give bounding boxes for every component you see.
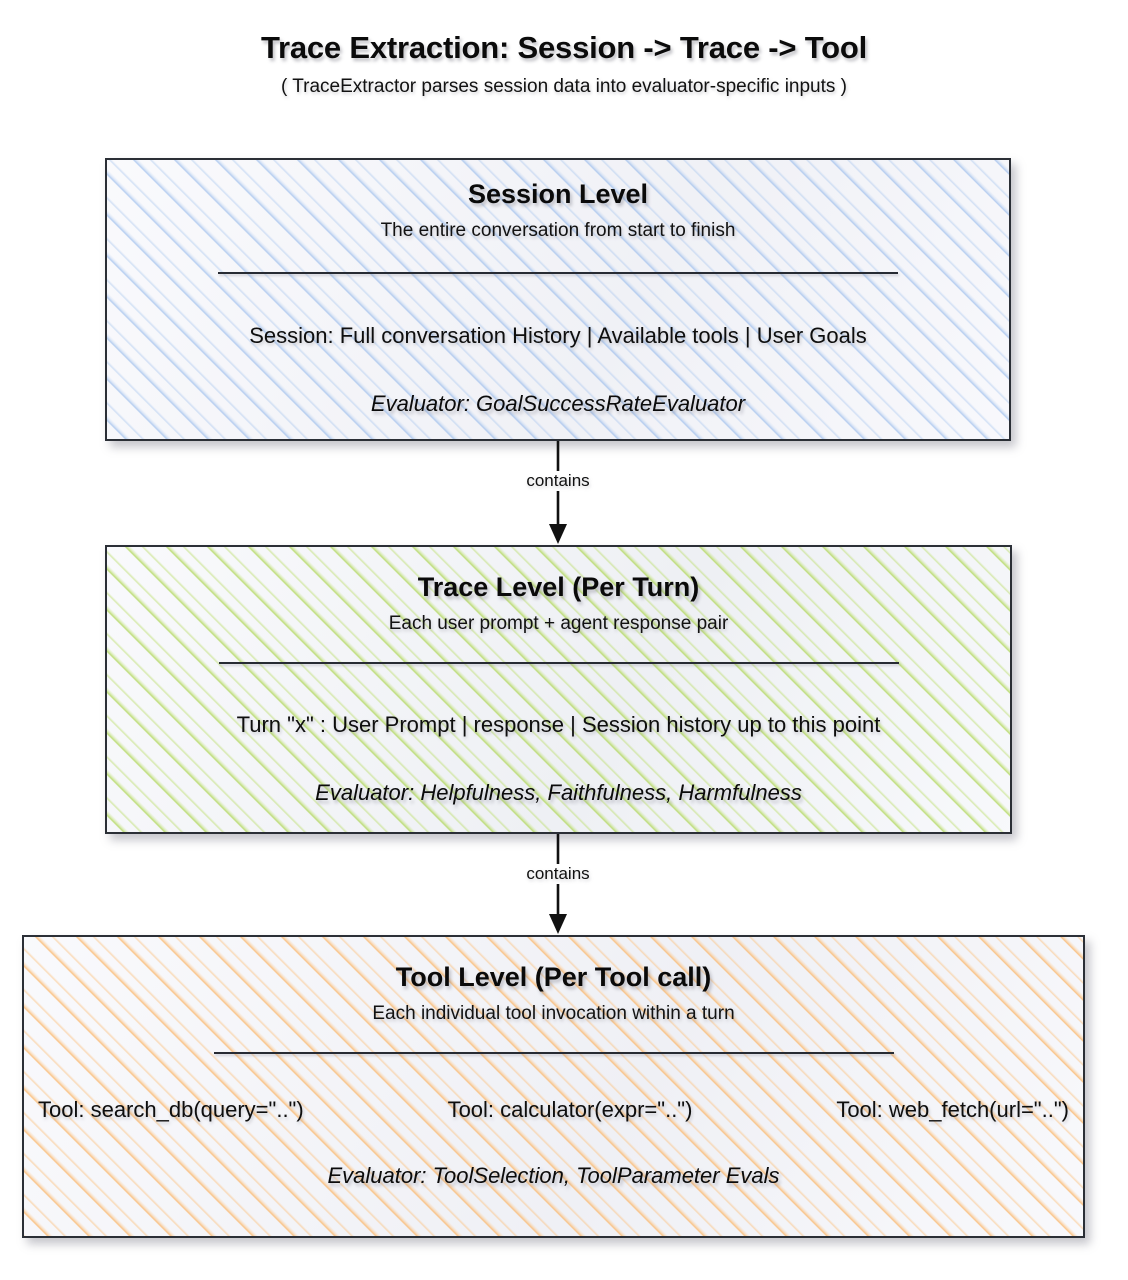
session-level-detail: Session: Full conversation History | Ava… bbox=[249, 322, 867, 348]
tool-call-item: Tool: web_fetch(url="..") bbox=[836, 1096, 1069, 1122]
tool-call-list: Tool: search_db(query="..") Tool: calcul… bbox=[24, 1097, 1083, 1123]
session-level-subtitle: The entire conversation from start to fi… bbox=[380, 219, 736, 241]
page-title: Trace Extraction: Session -> Trace -> To… bbox=[260, 30, 868, 65]
connector-label-contains-1: contains bbox=[498, 471, 618, 492]
session-divider bbox=[218, 271, 898, 274]
trace-level-evaluator: Evaluator: Helpfulness, Faithfulness, Ha… bbox=[315, 779, 802, 805]
connector-session-to-trace: contains bbox=[498, 441, 618, 545]
trace-level-box[interactable]: Trace Level (Per Turn) Each user prompt … bbox=[105, 545, 1012, 834]
trace-divider bbox=[218, 661, 899, 664]
tool-call-item: Tool: search_db(query="..") bbox=[38, 1096, 304, 1122]
session-level-heading: Session Level bbox=[467, 179, 649, 209]
arrow-down-icon bbox=[549, 441, 567, 544]
session-level-box[interactable]: Session Level The entire conversation fr… bbox=[105, 158, 1011, 441]
tool-level-evaluator: Evaluator: ToolSelection, ToolParameter … bbox=[327, 1162, 780, 1188]
tool-level-subtitle: Each individual tool invocation within a… bbox=[372, 1002, 735, 1024]
trace-level-heading: Trace Level (Per Turn) bbox=[417, 572, 700, 602]
page-subtitle: ( TraceExtractor parses session data int… bbox=[280, 75, 848, 97]
tool-level-box[interactable]: Tool Level (Per Tool call) Each individu… bbox=[22, 935, 1085, 1238]
tool-call-item: Tool: calculator(expr="..") bbox=[447, 1096, 693, 1122]
connector-label-contains-2: contains bbox=[498, 864, 618, 885]
session-level-evaluator: Evaluator: GoalSuccessRateEvaluator bbox=[370, 390, 746, 416]
connector-trace-to-tool: contains bbox=[498, 834, 618, 935]
trace-level-detail: Turn "x" : User Prompt | response | Sess… bbox=[236, 711, 881, 737]
title-block: Trace Extraction: Session -> Trace -> To… bbox=[0, 30, 1128, 98]
tool-divider bbox=[213, 1051, 894, 1054]
trace-level-subtitle: Each user prompt + agent response pair bbox=[388, 612, 729, 634]
tool-level-heading: Tool Level (Per Tool call) bbox=[395, 962, 712, 992]
arrow-down-icon bbox=[549, 834, 567, 934]
